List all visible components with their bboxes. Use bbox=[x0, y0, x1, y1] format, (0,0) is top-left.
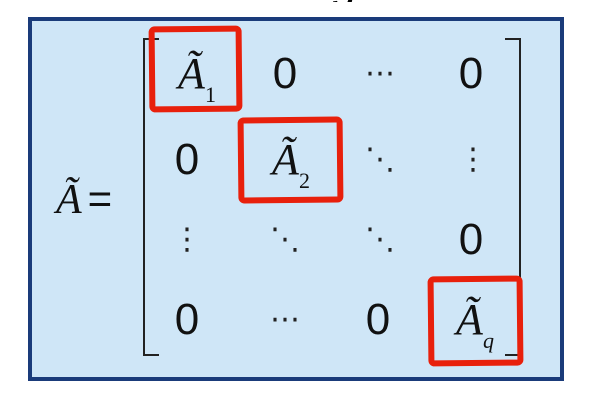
equals-sign: = bbox=[87, 175, 113, 222]
matrix-lhs: Ã= bbox=[56, 175, 112, 224]
left-bracket bbox=[143, 38, 159, 356]
highlight-box-a1 bbox=[148, 25, 243, 113]
cell-r2c1: 0 bbox=[174, 135, 200, 184]
cell-r2c4: ⋮ bbox=[458, 142, 488, 177]
block-a1-subscript: 1 bbox=[204, 82, 216, 107]
block-aq: Ãq bbox=[430, 290, 520, 353]
cell-r1c4: 0 bbox=[458, 49, 484, 98]
block-aq-subscript: q bbox=[482, 328, 494, 353]
block-a2: Ã2 bbox=[246, 130, 336, 193]
highlight-box-aq bbox=[427, 275, 524, 367]
cell-r4c2: ⋯ bbox=[270, 302, 300, 337]
block-aq-symbol: Ã bbox=[456, 295, 483, 344]
block-a2-symbol: Ã bbox=[272, 135, 299, 184]
block-a2-subscript: 2 bbox=[298, 168, 310, 193]
cell-r3c4: 0 bbox=[458, 215, 484, 264]
cell-r2c3: ⋱ bbox=[365, 142, 395, 177]
block-a1-symbol: Ã bbox=[178, 49, 205, 98]
cropped-heading-fragment: g bbox=[330, 0, 410, 2]
block-a1: Ã1 bbox=[152, 44, 242, 107]
cell-r3c2: ⋱ bbox=[270, 222, 300, 257]
cell-r4c3: 0 bbox=[365, 295, 391, 344]
cell-r3c1: ⋮ bbox=[172, 222, 202, 257]
right-bracket bbox=[505, 38, 521, 356]
lhs-symbol: Ã bbox=[56, 177, 82, 223]
cell-r1c3: ⋯ bbox=[365, 56, 395, 91]
highlight-box-a2 bbox=[237, 116, 344, 204]
cell-r1c2: 0 bbox=[272, 49, 298, 98]
equation-panel bbox=[28, 17, 564, 381]
cell-r4c1: 0 bbox=[174, 295, 200, 344]
cell-r3c3: ⋱ bbox=[365, 222, 395, 257]
